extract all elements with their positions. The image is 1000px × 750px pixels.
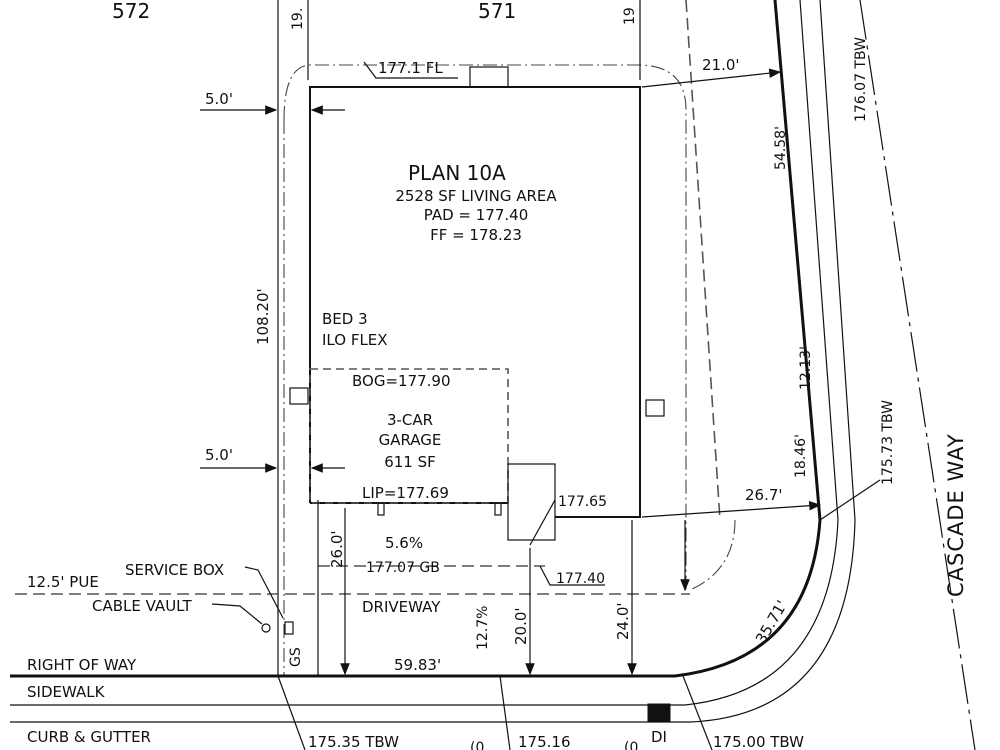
street-name: CASCADE WAY (944, 433, 968, 597)
service-box-label: SERVICE BOX (125, 561, 224, 579)
ff-elevation: FF = 178.23 (430, 226, 522, 244)
elev-177-65: 177.65 (558, 494, 607, 510)
lot-572: 572 (112, 0, 150, 23)
service-box-icon (284, 621, 294, 635)
bed-label: BED 3 (322, 310, 368, 328)
dim-26: 26.0' (328, 530, 346, 568)
garage-label-2: GARAGE (379, 431, 442, 449)
gb-elevation: 177.07 GB (366, 560, 440, 576)
setback-top: 5.0' (205, 90, 233, 108)
dim-18-46: 18.46' (793, 434, 809, 478)
pad-elevation: PAD = 177.40 (424, 206, 529, 224)
cable-vault-icon (261, 623, 271, 633)
plan-title: PLAN 10A (408, 161, 506, 185)
elev-177-40: 177.40 (556, 571, 605, 587)
drain-inlet-icon (647, 703, 671, 722)
setback-bottom: 5.0' (205, 446, 233, 464)
tbw-mid: 175.73 TBW (880, 400, 896, 485)
cut-label-2: (0 (624, 740, 638, 750)
dim-21: 21.0' (702, 56, 740, 74)
dim-12-13: 12.13' (798, 346, 814, 390)
cable-vault-label: CABLE VAULT (92, 597, 192, 615)
lot-571: 571 (478, 0, 516, 23)
flex-label: ILO FLEX (322, 331, 388, 349)
lip-elevation: LIP=177.69 (362, 484, 449, 502)
cut-label-1: (0 (470, 740, 484, 750)
dim-54-58: 54.58' (773, 126, 789, 170)
gs-label: GS (288, 647, 304, 667)
tbw-175-16: 175.16 (518, 733, 571, 750)
bog-elevation: BOG=177.90 (352, 372, 451, 390)
dim-top-left: 19. (290, 8, 306, 30)
living-area: 2528 SF LIVING AREA (395, 187, 557, 205)
lot-lines (15, 0, 736, 676)
driveway-label: DRIVEWAY (362, 598, 441, 616)
slope-5-6: 5.6% (385, 534, 423, 552)
dim-24: 24.0' (614, 602, 632, 640)
di-label: DI (651, 728, 667, 746)
road-lines (10, 0, 976, 750)
sidewalk-label: SIDEWALK (27, 683, 106, 701)
garage-label-1: 3-CAR (387, 411, 433, 429)
pue-label: 12.5' PUE (27, 573, 99, 591)
house-footprint (289, 66, 665, 546)
tbw-top: 176.07 TBW (853, 37, 869, 122)
garage-sf: 611 SF (384, 453, 436, 471)
fl-elevation: 177.1 FL (378, 59, 443, 77)
dim-26-7: 26.7' (745, 486, 783, 504)
frontage: 59.83' (394, 656, 441, 674)
tbw-175-00: 175.00 TBW (713, 733, 804, 750)
dim-top-right: 19 (622, 7, 638, 25)
slope-12-7: 12.7% (475, 606, 491, 650)
curb-gutter-label: CURB & GUTTER (27, 728, 151, 746)
side-dimension: 108.20' (254, 288, 272, 345)
tbw-175-35: 175.35 TBW (308, 733, 399, 750)
dim-20: 20.0' (512, 607, 530, 645)
right-of-way-label: RIGHT OF WAY (27, 656, 137, 674)
dimension-lines (200, 61, 881, 750)
